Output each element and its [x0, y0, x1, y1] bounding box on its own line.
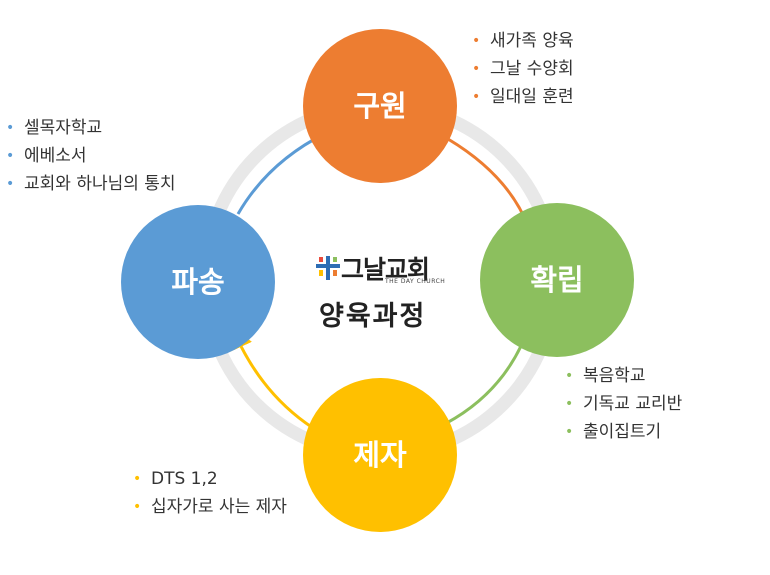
bullet-icon: •	[6, 120, 15, 136]
node-disciple-label: 제자	[353, 438, 407, 472]
list-item: •십자가로 사는 제자	[133, 493, 287, 521]
node-mission-label: 파송	[171, 265, 224, 299]
bullet-icon: •	[133, 471, 142, 487]
bullet-icon: •	[472, 61, 481, 77]
list-item: •에베소서	[6, 142, 176, 170]
list-item: •일대일 훈련	[472, 83, 574, 111]
arrow-disciple-to-mission	[230, 325, 314, 430]
list-item: •복음학교	[565, 362, 682, 390]
list-item: •그날 수양회	[472, 55, 574, 83]
church-cross-icon	[316, 256, 340, 280]
bullet-icon: •	[472, 33, 481, 49]
bullet-icon: •	[565, 396, 574, 412]
list-mission: •셀목자학교 •에베소서 •교회와 하나님의 통치	[6, 114, 176, 198]
center-logo: 그날교회 THE DAY CHURCH 양육과정	[315, 250, 465, 333]
node-establish-label: 확립	[530, 263, 583, 297]
node-mission: 파송	[121, 205, 275, 359]
list-item: •기독교 교리반	[565, 390, 682, 418]
bullet-icon: •	[6, 148, 15, 164]
node-salvation: 구원	[303, 29, 457, 183]
arrow-salvation-to-establish	[447, 137, 535, 238]
list-item: •교회와 하나님의 통치	[6, 170, 176, 198]
bullet-icon: •	[565, 424, 574, 440]
bullet-icon: •	[565, 368, 574, 384]
bullet-icon: •	[6, 176, 15, 192]
center-title: 양육과정	[319, 301, 427, 332]
list-establish: •복음학교 •기독교 교리반 •출이집트기	[565, 362, 682, 446]
list-salvation: •새가족 양육 •그날 수양회 •일대일 훈련	[472, 27, 574, 111]
arrow-establish-to-disciple	[426, 345, 523, 434]
list-item: •새가족 양육	[472, 27, 574, 55]
node-disciple: 제자	[303, 378, 457, 532]
node-salvation-label: 구원	[353, 89, 406, 123]
arrow-mission-to-salvation	[236, 127, 337, 215]
list-item: •출이집트기	[565, 418, 682, 446]
church-logo-row: 그날교회	[315, 250, 465, 286]
bullet-icon: •	[472, 89, 481, 105]
church-name-en: THE DAY CHURCH	[385, 278, 446, 285]
list-disciple: •DTS 1,2 •십자가로 사는 제자	[133, 465, 287, 521]
church-name: 그날교회	[341, 255, 430, 284]
node-establish: 확립	[480, 203, 634, 357]
list-item: •셀목자학교	[6, 114, 176, 142]
list-item: •DTS 1,2	[133, 465, 287, 493]
bullet-icon: •	[133, 499, 142, 515]
